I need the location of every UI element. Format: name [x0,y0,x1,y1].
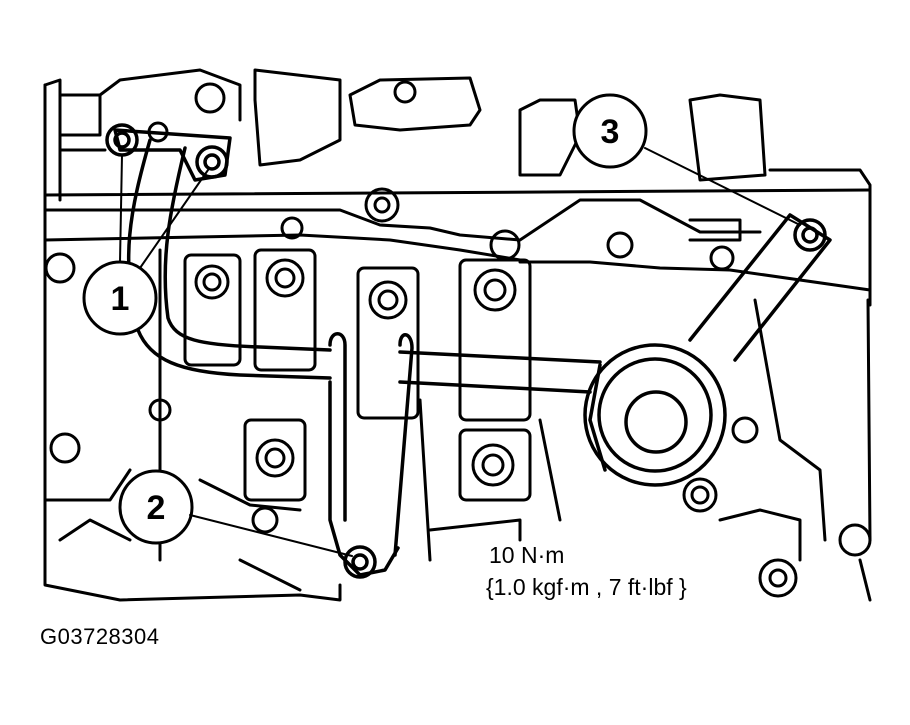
leader-lines [119,147,801,557]
torque-spec-nm: 10 N·m [489,542,565,568]
lower-block-detail [43,468,872,602]
callout-3-label: 3 [600,113,620,151]
torque-spec-kgf-ftlbf: {1.0 kgf·m , 7 ft·lbf } [486,574,687,600]
callout-bubbles [82,93,648,545]
pipe-bracket [328,332,414,577]
callout-2-label: 2 [146,489,166,527]
figure-code: G03728304 [40,624,160,649]
callout-1-label: 1 [110,280,130,318]
bolts [105,123,827,579]
